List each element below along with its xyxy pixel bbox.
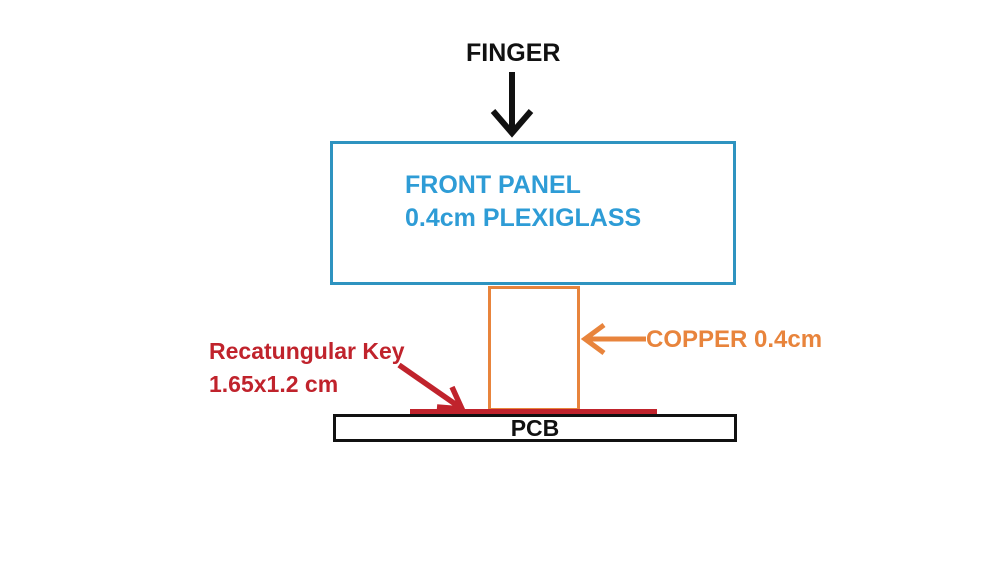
rectangular-key-label-line1: Recatungular Key (209, 338, 405, 364)
rectangular-key-line (410, 409, 657, 414)
pcb-box: PCB (333, 414, 737, 442)
key-arrow-icon (397, 362, 467, 413)
finger-arrow-icon (490, 72, 534, 138)
finger-label: FINGER (466, 39, 561, 67)
copper-pad-box (488, 286, 580, 411)
rectangular-key-label: Recatungular Key 1.65x1.2 cm (209, 335, 405, 401)
front-panel-box: FRONT PANEL 0.4cm PLEXIGLASS (330, 141, 736, 285)
front-panel-label-line1: FRONT PANEL (405, 171, 581, 199)
pcb-label: PCB (510, 415, 560, 441)
copper-arrow-icon (580, 322, 646, 356)
front-panel-label-line2: 0.4cm PLEXIGLASS (405, 204, 642, 232)
front-panel-label: FRONT PANEL 0.4cm PLEXIGLASS (405, 169, 641, 235)
rectangular-key-label-line2: 1.65x1.2 cm (209, 371, 339, 397)
copper-label: COPPER 0.4cm (646, 326, 823, 353)
